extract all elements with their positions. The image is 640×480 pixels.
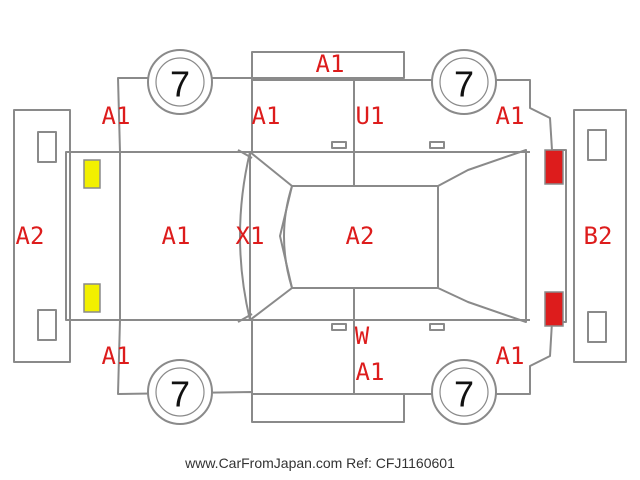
code-rear-left-door: U1 bbox=[356, 102, 385, 130]
code-right-door-w: W bbox=[355, 322, 370, 350]
door-handle-rear-top bbox=[429, 141, 445, 149]
door-handle-rear-bottom bbox=[429, 323, 445, 331]
code-right-door-a: A1 bbox=[356, 358, 385, 386]
tire-front-left-number: 7 bbox=[170, 64, 190, 105]
roof-rail-bottom bbox=[251, 393, 405, 423]
door-handle-front-top bbox=[331, 141, 347, 149]
rear-window-outline bbox=[437, 149, 527, 323]
tire-rear-right-inner bbox=[439, 367, 489, 417]
tire-rear-right-number: 7 bbox=[454, 374, 474, 415]
mirror-top bbox=[237, 149, 253, 159]
tire-rear-right bbox=[431, 359, 497, 425]
code-roof-top-edge: A1 bbox=[316, 50, 345, 78]
code-rear-right-corner: A1 bbox=[496, 342, 525, 370]
front-bumper-clip-bottom bbox=[37, 309, 57, 341]
code-front-left-corner: A1 bbox=[102, 102, 131, 130]
roof-outline bbox=[283, 185, 439, 289]
rear-bumper-outline bbox=[573, 109, 627, 363]
code-roof: A2 bbox=[346, 222, 375, 250]
mirror-bottom bbox=[237, 313, 253, 323]
roof-rail-top bbox=[251, 51, 405, 79]
rear-bumper-clip-top bbox=[587, 129, 607, 161]
taillight-bottom bbox=[544, 291, 564, 327]
door-handle-front-bottom bbox=[331, 323, 347, 331]
tire-rear-left bbox=[431, 49, 497, 115]
headlight-bottom bbox=[83, 283, 101, 313]
taillight-top bbox=[544, 149, 564, 185]
car-body-outline bbox=[65, 77, 567, 395]
code-front-right-corner: A1 bbox=[102, 342, 131, 370]
code-hood: A1 bbox=[162, 222, 191, 250]
tire-front-left-inner bbox=[155, 57, 205, 107]
tire-rear-left-number: 7 bbox=[454, 64, 474, 105]
code-rear-left-corner: A1 bbox=[496, 102, 525, 130]
tire-rear-left-inner bbox=[439, 57, 489, 107]
tire-front-left bbox=[147, 49, 213, 115]
headlight-top bbox=[83, 159, 101, 189]
rear-bumper-clip-bottom bbox=[587, 311, 607, 343]
windshield-outline bbox=[239, 151, 293, 321]
code-windshield: X1 bbox=[236, 222, 265, 250]
code-left-panel: A2 bbox=[16, 222, 45, 250]
tire-front-right bbox=[147, 359, 213, 425]
source-watermark: www.CarFromJapan.com Ref: CFJ1160601 bbox=[185, 455, 455, 471]
front-bumper-outline bbox=[13, 109, 71, 363]
front-bumper-clip-top bbox=[37, 131, 57, 163]
tire-front-right-number: 7 bbox=[170, 374, 190, 415]
code-right-panel: B2 bbox=[584, 222, 613, 250]
tire-front-right-inner bbox=[155, 367, 205, 417]
code-front-left-door: A1 bbox=[252, 102, 281, 130]
